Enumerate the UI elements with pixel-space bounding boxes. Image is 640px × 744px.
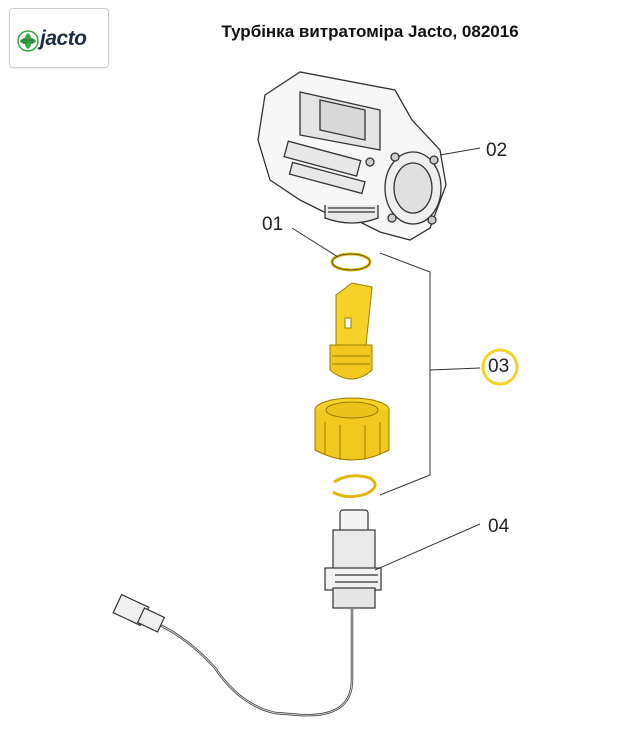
leaf-logo-icon bbox=[17, 30, 39, 52]
threaded-nut bbox=[314, 397, 390, 461]
callout-part-04: 04 bbox=[488, 516, 510, 537]
callout-part-02: 02 bbox=[486, 140, 508, 161]
part-03-highlight-ring bbox=[481, 348, 519, 386]
sensor-cable bbox=[159, 608, 354, 717]
leader-lines bbox=[291, 147, 481, 571]
sensor bbox=[324, 509, 382, 609]
connector-plug bbox=[112, 593, 166, 633]
callout-part-03: 03 bbox=[488, 356, 510, 377]
brand-name: jacto bbox=[40, 27, 87, 50]
snap-ring bbox=[332, 474, 377, 499]
callout-part-01: 01 bbox=[262, 214, 284, 235]
turbine-rotor bbox=[329, 282, 373, 380]
page-title: Турбінка витратоміра Jacto, 082016 bbox=[221, 22, 519, 41]
flowmeter-body bbox=[257, 71, 447, 241]
brand-logo: jacto bbox=[9, 8, 109, 68]
